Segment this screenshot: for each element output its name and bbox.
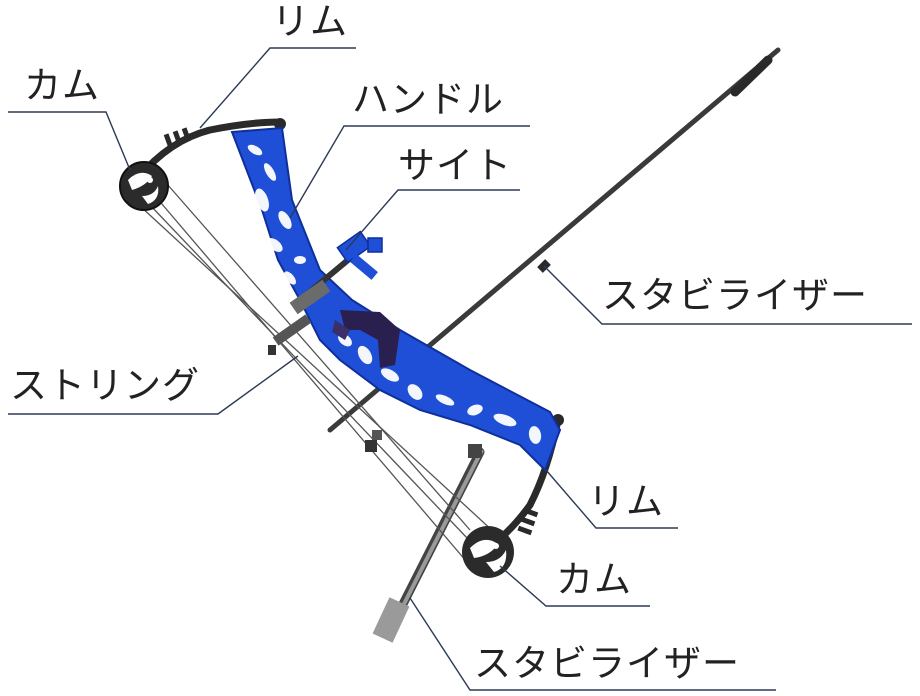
leader-stabilizer-short xyxy=(409,597,776,691)
leader-handle xyxy=(289,125,530,219)
top-cam xyxy=(119,161,169,211)
label-cam-bottom: カム xyxy=(556,558,632,601)
fittings xyxy=(365,430,382,452)
label-sight: サイト xyxy=(398,144,512,187)
label-handle: ハンドル xyxy=(352,78,504,121)
sight xyxy=(268,230,383,355)
label-cam-top: カム xyxy=(24,64,100,107)
leader-cam-top xyxy=(8,111,131,171)
leader-limb-bottom xyxy=(545,469,678,529)
leader-stabilizer-long xyxy=(543,265,912,325)
leader-string xyxy=(8,355,299,415)
bow-string xyxy=(129,175,509,576)
label-stabilizer-short: スタビライザー xyxy=(474,642,740,685)
leader-sight xyxy=(345,189,520,251)
label-limb-top: リム xyxy=(272,0,348,43)
label-string: ストリング xyxy=(10,364,200,407)
leader-lines xyxy=(8,47,912,691)
leader-cam-bottom xyxy=(499,565,650,607)
label-stabilizer-long: スタビライザー xyxy=(602,274,868,317)
label-limb-bottom: リム xyxy=(588,480,664,523)
bottom-cam xyxy=(462,526,514,578)
top-limb xyxy=(134,118,286,182)
leader-limb-top xyxy=(199,47,356,129)
